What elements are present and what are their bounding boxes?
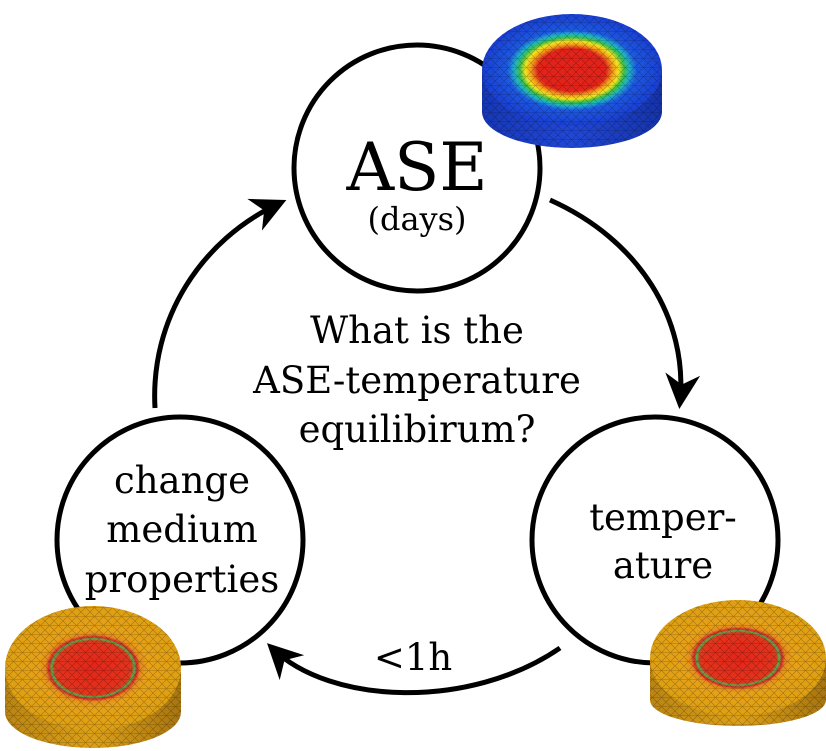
temperature-mesh-image (650, 600, 826, 726)
arrow-temperature-to-medium (267, 643, 562, 696)
arrow-ase-to-temperature (548, 197, 701, 409)
ase-node-circle (291, 42, 543, 294)
ase-node-subtitle: (days) (367, 200, 466, 238)
medium-node-line1: change (114, 459, 250, 502)
temperature-node-line2: ature (613, 544, 713, 587)
arrow-medium-to-ase (152, 198, 287, 409)
medium-mesh-image (5, 606, 181, 748)
center-question-line1: What is the (310, 309, 524, 352)
ase-node-title: ASE (345, 129, 487, 206)
medium-node-line2: medium (106, 508, 257, 551)
edge-label-less-than-one-hour: <1h (374, 636, 452, 679)
temperature-node-line1: temper- (589, 496, 737, 539)
center-question-line2: ASE-temperature (252, 359, 581, 402)
medium-node-line3: properties (85, 558, 280, 601)
ase-mesh-image (482, 14, 662, 148)
center-question-line3: equilibirum? (299, 408, 536, 451)
